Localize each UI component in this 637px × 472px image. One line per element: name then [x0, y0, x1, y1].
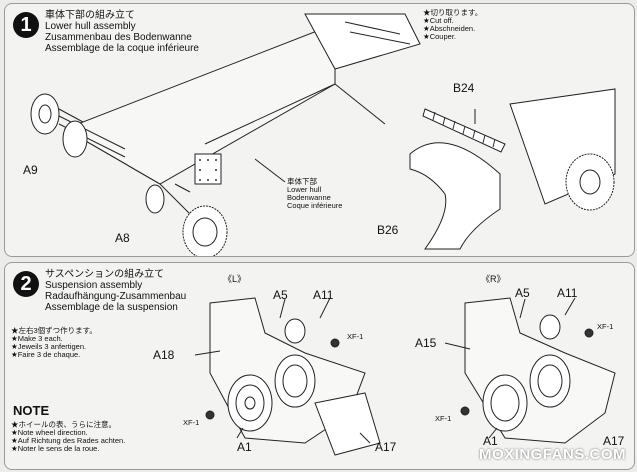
step-2-panel: 2 サスペンションの組み立て Suspension assembly Radau…	[4, 262, 635, 470]
step-1-title-de: Zusammenbau des Bodenwanne	[45, 32, 192, 43]
note-de: ★Auf Richtung des Rades achten.	[11, 436, 126, 445]
left-paint-xf1-top: XF-1	[347, 332, 364, 341]
step-2-title-en: Suspension assembly	[45, 280, 143, 291]
make-three-note: ★左右3個ずつ作ります。 ★Make 3 each. ★Jeweils 3 an…	[11, 327, 97, 359]
note-fr: ★Noter le sens de la roue.	[11, 444, 100, 453]
callout-fr: Coque inférieure	[287, 201, 343, 210]
make3-de: ★Jeweils 3 anfertigen.	[11, 342, 87, 351]
left-part-a11: A11	[313, 288, 334, 302]
note-jp: ★ホイールの表、うらに注意。	[11, 420, 116, 429]
left-part-a1: A1	[237, 440, 252, 454]
note-en: ★Note wheel direction.	[11, 428, 88, 437]
step-1-title: 車体下部の組み立て Lower hull assembly Zusammenba…	[45, 10, 199, 54]
cut-note-jp: ★切り取ります。	[423, 8, 483, 17]
step-1-number: 1	[13, 12, 39, 38]
cut-note-en: ★Cut off.	[423, 16, 454, 25]
callout-jp: 車体下部	[287, 177, 317, 186]
step-2-title-fr: Assemblage de la suspension	[45, 302, 178, 313]
cut-note-de: ★Abschneiden.	[423, 24, 476, 33]
callout-de: Bodenwanne	[287, 193, 331, 202]
part-b26: B26	[377, 223, 399, 237]
make3-jp: ★左右3個ずつ作ります。	[11, 326, 97, 335]
right-part-a1: A1	[483, 434, 498, 448]
step-1-title-en: Lower hull assembly	[45, 21, 136, 32]
right-part-a5: A5	[515, 286, 530, 300]
right-part-a11: A11	[557, 286, 578, 300]
step-2-title-jp: サスペンションの組み立て	[45, 269, 165, 280]
step-2-title: サスペンションの組み立て Suspension assembly Radaufh…	[45, 269, 186, 313]
lower-hull-drawing	[30, 13, 616, 256]
cut-off-note: ★切り取ります。 ★Cut off. ★Abschneiden. ★Couper…	[423, 9, 482, 41]
left-paint-xf1-bottom: XF-1	[183, 418, 200, 427]
right-paint-xf1-top: XF-1	[597, 322, 614, 331]
step-2-title-de: Radaufhängung-Zusammenbau	[45, 291, 187, 302]
step-1-title-jp: 車体下部の組み立て	[45, 10, 135, 21]
right-part-a15: A15	[415, 336, 437, 350]
suspension-drawing	[194, 297, 616, 456]
left-tag: 《L》	[223, 274, 247, 284]
note-lines: ★ホイールの表、うらに注意。 ★Note wheel direction. ★A…	[11, 421, 125, 453]
part-b24: B24	[453, 81, 475, 95]
part-a9: A9	[23, 163, 38, 177]
watermark: MOXINGFANS.COM	[478, 446, 626, 463]
step-2-number: 2	[13, 271, 39, 297]
part-a8: A8	[115, 231, 130, 245]
left-part-a5: A5	[273, 288, 288, 302]
right-tag: 《R》	[481, 274, 506, 284]
step-1-title-fr: Assemblage de la coque inférieure	[45, 43, 199, 54]
right-paint-xf1-bottom: XF-1	[435, 414, 452, 423]
callout-en: Lower hull	[287, 185, 322, 194]
make3-fr: ★Faire 3 de chaque.	[11, 350, 81, 359]
left-part-a18: A18	[153, 348, 175, 362]
right-part-a17: A17	[603, 434, 625, 448]
note-title: NOTE	[13, 403, 50, 418]
make3-en: ★Make 3 each.	[11, 334, 63, 343]
step-1-panel: 1 車体下部の組み立て Lower hull assembly Zusammen…	[4, 3, 635, 257]
cut-note-fr: ★Couper.	[423, 32, 456, 41]
lower-hull-callout: 車体下部 Lower hull Bodenwanne Coque inférie…	[287, 178, 342, 210]
left-part-a17: A17	[375, 440, 397, 454]
